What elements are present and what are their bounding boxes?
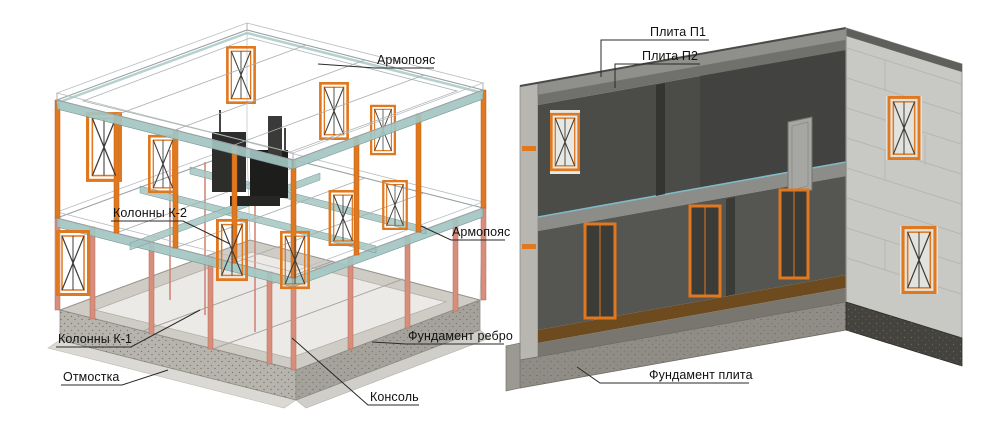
label-plita-p2: Плита П2: [642, 49, 699, 63]
foundation-plate: [505, 301, 847, 392]
leader-armopoyas-mid: [420, 225, 505, 241]
gable-facade: [845, 27, 963, 367]
ground-floor-surface: [538, 275, 846, 343]
leader-otmostka: [61, 369, 169, 386]
label-kolonny-k1: Колонны К-1: [58, 332, 133, 346]
wireframe-frame-model: [47, 22, 491, 409]
label-fundament-plita: Фундамент плита: [649, 368, 753, 382]
leader-plita-p1: [600, 39, 709, 77]
section-interior: [519, 27, 847, 357]
label-armopoyas-top: Армопояс: [377, 53, 436, 67]
label-kolonny-k2: Колонны К-2: [113, 206, 188, 220]
leader-kolonny-k2: [111, 220, 231, 245]
leader-plita-p2: [614, 63, 700, 88]
leader-lines: [56, 39, 749, 406]
cut-wall: [519, 82, 539, 361]
roof-level-beams: [55, 22, 485, 170]
leader-armopoyas-top: [317, 63, 434, 69]
leader-fundament-rebro: [371, 341, 504, 345]
leader-konsol: [291, 337, 419, 406]
label-plita-p1: Плита П1: [650, 25, 707, 39]
label-otmostka: Отмостка: [63, 370, 120, 384]
cutaway-section-model: [505, 27, 963, 392]
slab-p2-edge: [538, 40, 846, 105]
mid-floor-slab: [538, 162, 846, 231]
label-konsol: Консоль: [370, 390, 419, 404]
leader-kolonny-k1: [56, 309, 201, 348]
label-armopoyas-mid: Армопояс: [452, 225, 511, 239]
interior-door: [787, 116, 813, 196]
label-fundament-rebro: Фундамент ребро: [408, 329, 513, 343]
leader-fundament-plita: [576, 366, 749, 384]
